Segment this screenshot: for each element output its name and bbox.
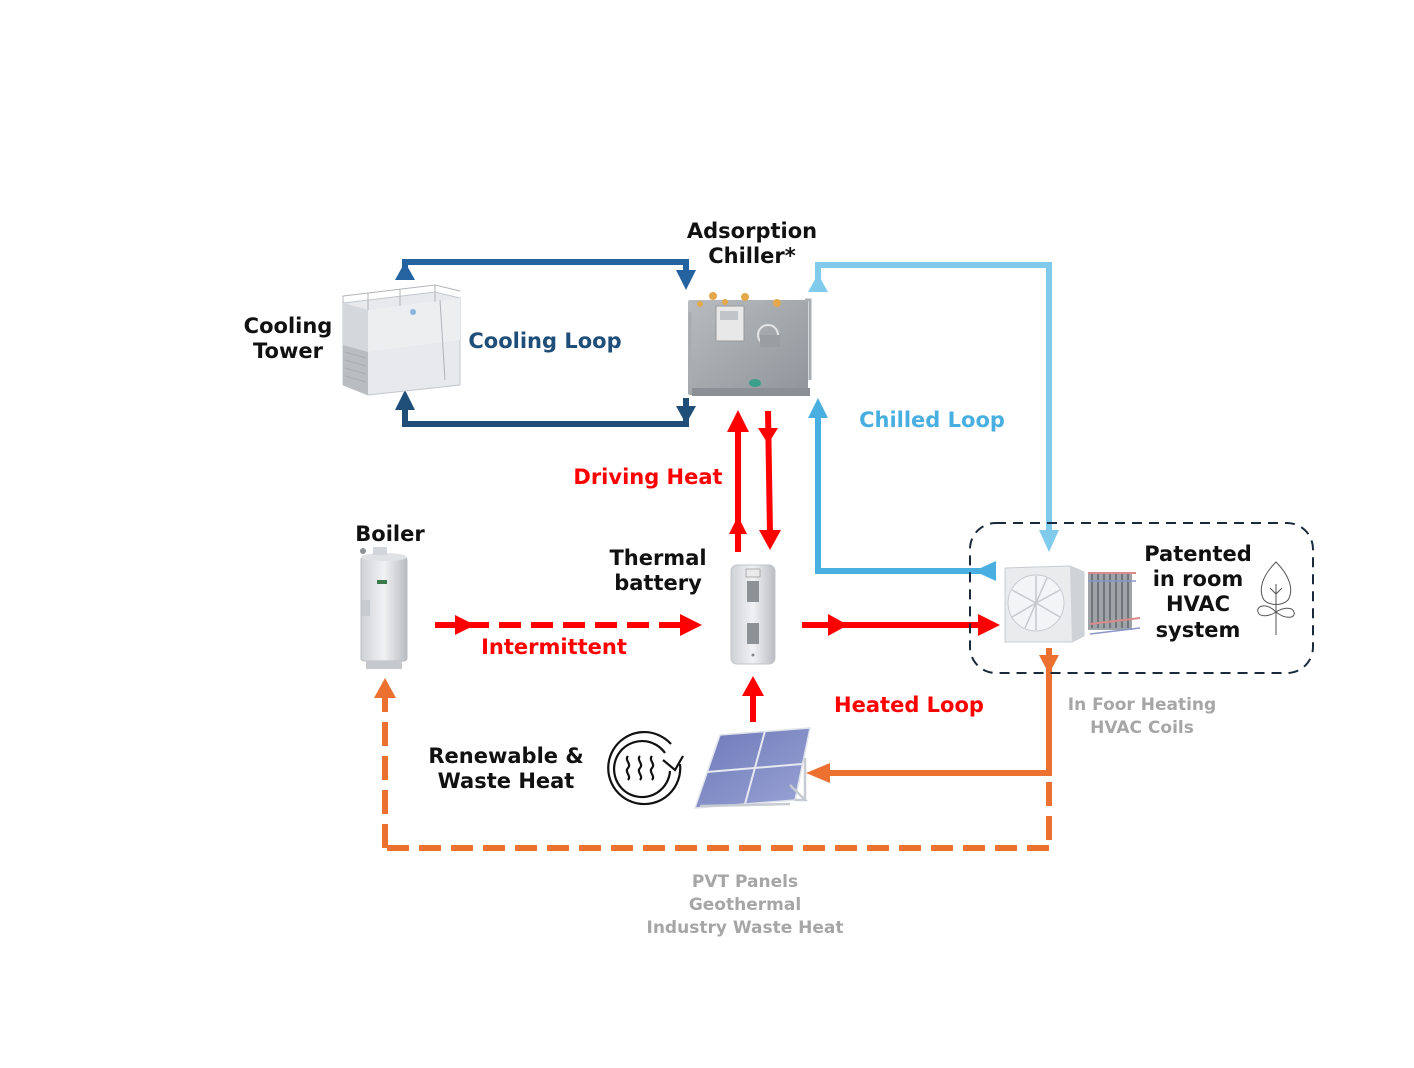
arrowhead-down (758, 428, 778, 444)
label-line: Waste Heat (437, 769, 575, 794)
arrowhead-right (680, 614, 702, 636)
label-line: Cooling (243, 314, 333, 338)
chilled-loop-return-line (815, 412, 995, 574)
boiler-label: Boiler (355, 522, 425, 546)
driving-heat-lines (727, 410, 781, 552)
heated-loop-label: Heated Loop (834, 693, 984, 717)
arrowhead-right (828, 614, 848, 636)
label-line: system (1155, 617, 1241, 642)
hvac-system-boundary (969, 522, 1314, 674)
arrowhead-up (727, 410, 749, 432)
renewable-waste-heat-label: Renewable & Waste Heat (420, 744, 592, 794)
cooling-loop-label: Cooling Loop (468, 329, 622, 353)
solar-panel-image (693, 727, 811, 809)
label-line: Renewable & (428, 744, 584, 768)
arrowhead-down (676, 406, 696, 424)
arrowhead-down (759, 530, 781, 550)
arrowhead-left (974, 561, 996, 581)
cooling-tower-label: Cooling Tower (232, 314, 344, 364)
note-line: In Foor Heating (1067, 695, 1217, 715)
thermal-battery-image (730, 564, 776, 665)
label-line: Patented (1144, 542, 1252, 566)
label-line: Adsorption (686, 219, 818, 243)
leaf-icon (1257, 561, 1295, 635)
note-line: Geothermal (688, 894, 802, 915)
heat-sources-note: PVT Panels Geothermal Industry Waste Hea… (630, 871, 860, 940)
chilled-loop-lines (808, 262, 1059, 581)
arrowhead-left (806, 763, 830, 783)
hvac-unit-image (1004, 565, 1141, 643)
label-line: battery (614, 571, 702, 596)
recycle-heat-icon (607, 730, 684, 806)
arrowhead-down (1039, 655, 1059, 674)
hvac-coils-note: In Foor Heating HVAC Coils (1060, 694, 1224, 740)
cooling-loop-supply-line (402, 259, 689, 282)
adsorption-chiller-label: Adsorption Chiller* (672, 219, 832, 269)
note-line: Industry Waste Heat (646, 917, 844, 938)
label-line: Thermal (609, 546, 707, 570)
thermal-battery-label: Thermal battery (596, 546, 720, 596)
arrowhead-right (455, 615, 475, 635)
heated-loop-return (374, 648, 1059, 851)
arrowhead-up (729, 516, 747, 534)
note-line: PVT Panels (691, 872, 799, 892)
solar-to-battery-line (742, 676, 764, 722)
label-line: Tower (253, 339, 323, 364)
arrowhead-right (978, 614, 1000, 636)
hvac-system-label: Patented in room HVAC system (1136, 542, 1260, 643)
boiler-image (360, 547, 408, 669)
label-line: HVAC (1165, 592, 1231, 617)
cooling-loop-lines (395, 259, 696, 427)
cooling-loop-return-line (402, 398, 689, 427)
note-line: HVAC Coils (1090, 717, 1194, 738)
arrowhead-up (395, 262, 415, 280)
cooling-tower-image (342, 284, 461, 396)
intermittent-label: Intermittent (481, 635, 627, 659)
chilled-loop-supply-line (815, 262, 1052, 532)
chilled-loop-label: Chilled Loop (859, 408, 1005, 432)
intermittent-line (435, 614, 702, 636)
arrowhead-up (808, 398, 828, 418)
arrowhead-up (395, 390, 415, 410)
driving-heat-label: Driving Heat (573, 465, 723, 489)
label-line: in room (1152, 567, 1244, 592)
arrowhead-down (676, 270, 696, 290)
adsorption-chiller-image (688, 292, 812, 396)
arrowhead-up (742, 676, 764, 696)
heated-loop-return-line (830, 648, 1052, 776)
battery-to-hvac-line (802, 614, 1000, 636)
arrowhead-up (808, 274, 828, 292)
arrowhead-up (374, 678, 396, 698)
label-line: Chiller* (708, 244, 796, 269)
arrowhead-down (1039, 530, 1059, 552)
